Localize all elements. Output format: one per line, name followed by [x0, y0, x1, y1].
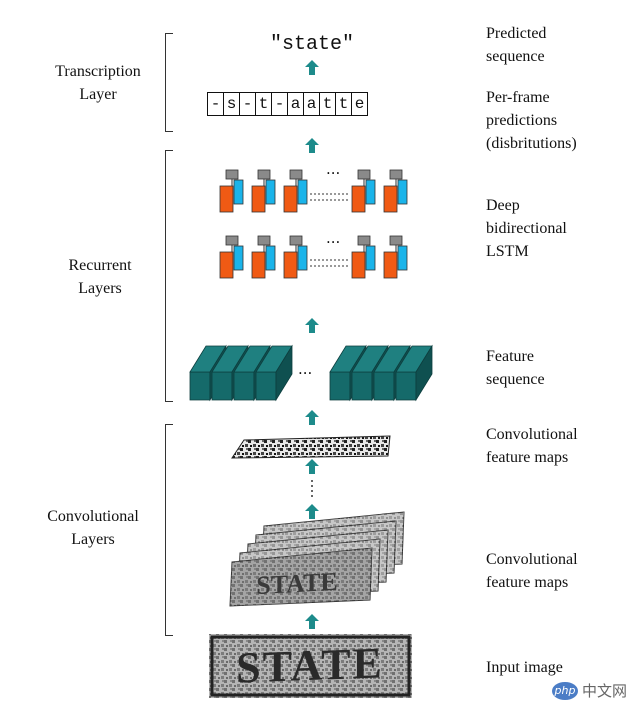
lstm-forward-cell: [351, 185, 366, 213]
frame-char: a: [288, 93, 304, 115]
feature-bar-front: [329, 371, 351, 401]
feature-bar-top: [211, 345, 249, 373]
feature-bar-front: [351, 371, 373, 401]
frame-char: -: [272, 93, 288, 115]
watermark-text: 中文网: [581, 682, 627, 700]
label-input-image: Input image: [486, 659, 563, 676]
label-feature-sequence: Feature sequence: [486, 348, 545, 388]
feature-ellipsis: ...: [298, 360, 313, 378]
lstm-backward-cell: [365, 179, 376, 205]
feature-bar-side: [209, 344, 227, 402]
frame-char: t: [336, 93, 352, 115]
lstm-output-node: [225, 235, 239, 246]
feature-bar-top: [395, 345, 433, 373]
feature-bar-top: [255, 345, 293, 373]
feature-bar-front: [233, 371, 255, 401]
frame-char: -: [240, 93, 256, 115]
feature-bar-top: [189, 345, 227, 373]
label-convolutional-layers: Convolutional Layers: [47, 508, 139, 548]
lstm-output-node: [357, 235, 371, 246]
up-arrow-icon: [305, 410, 319, 425]
feature-bar-front: [211, 371, 233, 401]
conv-stack-word: STATE: [256, 566, 338, 601]
lstm-ellipsis-top: ...: [326, 160, 341, 178]
feature-bar-top: [233, 345, 271, 373]
feature-bar-side: [231, 344, 249, 402]
feature-bar-side: [415, 344, 433, 402]
frame-char: t: [320, 93, 336, 115]
lstm-output-node: [389, 169, 403, 180]
up-arrow-icon: [305, 504, 319, 519]
feature-bar-side: [275, 344, 293, 402]
up-arrow-icon: [305, 318, 319, 333]
lstm-backward-cell: [265, 245, 276, 271]
feature-bar-side: [253, 344, 271, 402]
lstm-backward-cell: [265, 179, 276, 205]
lstm-output-node: [225, 169, 239, 180]
lstm-output-node: [257, 169, 271, 180]
frame-char: s: [224, 93, 240, 115]
lstm-backward-cell: [365, 245, 376, 271]
lstm-backward-cell: [297, 245, 308, 271]
bracket-recurrent: [165, 150, 173, 402]
lstm-backward-cell: [397, 245, 408, 271]
lstm-forward-cell: [251, 185, 266, 213]
lstm-forward-cell: [219, 251, 234, 279]
feature-bar-top: [373, 345, 411, 373]
lstm-forward-cell: [383, 185, 398, 213]
label-recurrent-layers: Recurrent Layers: [68, 257, 132, 297]
label-conv-feature-maps-top: Convolutional feature maps: [486, 426, 578, 466]
label-per-frame-predictions: Per-frame predictions (disbritutions): [486, 89, 577, 152]
feature-bar-front: [395, 371, 417, 401]
lstm-backward-cell: [297, 179, 308, 205]
up-arrow-icon: [305, 459, 319, 474]
lstm-forward-cell: [283, 251, 298, 279]
lstm-backward-cell: [397, 179, 408, 205]
php-logo-icon: php: [551, 681, 578, 700]
lstm-output-node: [289, 235, 303, 246]
label-transcription-layer: Transcription Layer: [55, 63, 141, 103]
lstm-ellipsis-mid: ...: [326, 229, 341, 247]
feature-bar-side: [371, 344, 389, 402]
label-deep-lstm: Deep bidirectional LSTM: [486, 197, 567, 260]
feature-bar-side: [349, 344, 367, 402]
conv-feature-map-top: [231, 435, 391, 459]
feature-bar-front: [255, 371, 277, 401]
watermark: php 中文网: [551, 680, 627, 701]
label-conv-feature-maps-bottom: Convolutional feature maps: [486, 551, 578, 591]
up-arrow-icon: [305, 614, 319, 629]
label-predicted-sequence: Predicted sequence: [486, 25, 547, 65]
lstm-output-node: [389, 235, 403, 246]
frame-char: t: [256, 93, 272, 115]
lstm-forward-cell: [283, 185, 298, 213]
feature-bar-front: [373, 371, 395, 401]
up-arrow-icon: [305, 60, 319, 75]
lstm-forward-cell: [351, 251, 366, 279]
lstm-forward-cell: [219, 185, 234, 213]
lstm-grid: [219, 169, 408, 279]
lstm-backward-cell: [233, 245, 244, 271]
lstm-output-node: [257, 235, 271, 246]
frame-char: -: [208, 93, 224, 115]
frame-char: e: [354, 95, 365, 113]
bracket-convolutional: [165, 424, 173, 636]
conv-map-layer: [261, 511, 405, 571]
frame-char: a: [304, 93, 320, 115]
feature-bar-top: [329, 345, 367, 373]
feature-bar-side: [393, 344, 411, 402]
predicted-text: "state": [269, 33, 354, 56]
lstm-forward-cell: [383, 251, 398, 279]
feature-bar-top: [351, 345, 389, 373]
up-arrow-icon: [305, 138, 319, 153]
lstm-output-node: [289, 169, 303, 180]
lstm-forward-cell: [251, 251, 266, 279]
bracket-transcription: [165, 33, 173, 132]
input-image-word: STATE: [236, 638, 384, 693]
lstm-backward-cell: [233, 179, 244, 205]
feature-bar-front: [189, 371, 211, 401]
per-frame-sequence: - s - t - a a t t e: [207, 92, 368, 116]
conv-map-texture: [262, 512, 404, 570]
lstm-output-node: [357, 169, 371, 180]
